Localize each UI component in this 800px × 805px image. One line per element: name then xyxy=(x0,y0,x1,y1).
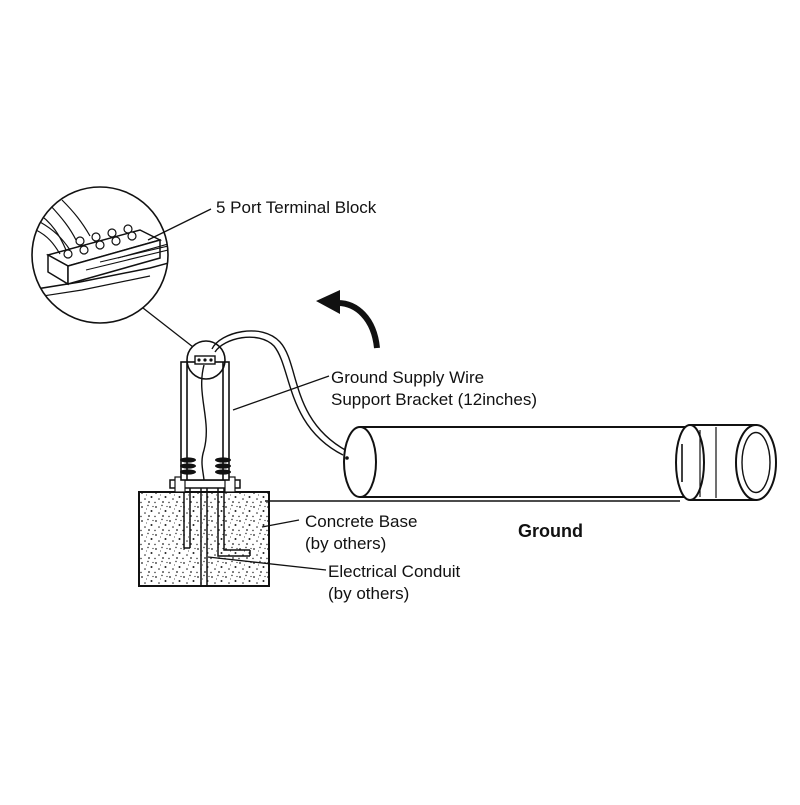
label-terminal-block: 5 Port Terminal Block xyxy=(216,198,377,217)
label-ground-supply-wire: Ground Supply Wire xyxy=(331,368,485,387)
detail-circle-small xyxy=(186,340,226,380)
anchor-nuts xyxy=(180,457,231,475)
label-support-bracket: Support Bracket (12inches) xyxy=(331,390,537,409)
label-ground: Ground xyxy=(518,521,583,541)
ground-rod xyxy=(343,426,759,498)
terminal-block-small xyxy=(194,355,216,365)
leader-lines xyxy=(147,208,330,571)
label-electrical-conduit: Electrical Conduit xyxy=(328,562,461,581)
detail-connector xyxy=(142,307,194,348)
label-concrete-base: Concrete Base xyxy=(305,512,418,531)
label-concrete-by-others: (by others) xyxy=(305,534,387,553)
internal-wire xyxy=(200,364,208,481)
rod-end-cap xyxy=(675,424,777,501)
label-conduit-by-others: (by others) xyxy=(328,584,410,603)
magnified-detail xyxy=(31,186,169,324)
concrete-base xyxy=(138,491,270,587)
rotation-arrow xyxy=(316,290,380,349)
ground-supply-wire xyxy=(211,330,348,456)
base-plate xyxy=(164,476,246,493)
